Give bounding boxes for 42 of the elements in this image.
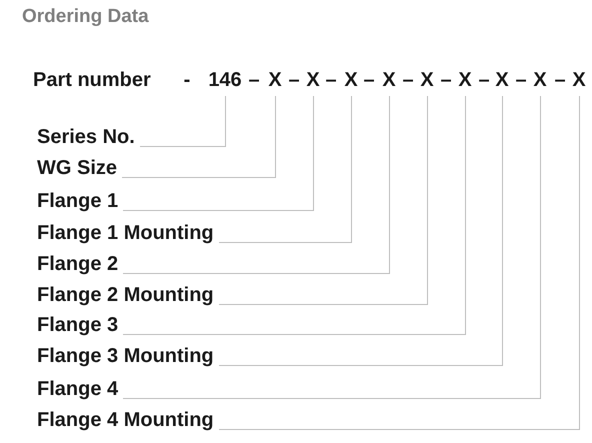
part-code-text: X	[572, 68, 586, 92]
separator-dash: –	[515, 68, 527, 92]
leader-line	[140, 96, 226, 147]
option-label: Flange 1 Mounting	[37, 221, 214, 245]
part-number-label: Part number	[33, 68, 151, 92]
separator-dash: –	[440, 68, 452, 92]
section-title: Ordering Data	[22, 5, 149, 28]
part-code-text: X	[495, 68, 509, 92]
part-code-text: X	[306, 68, 320, 92]
option-label: Flange 3 Mounting	[37, 344, 214, 368]
part-code-text: X	[533, 68, 547, 92]
leader-line	[218, 96, 503, 366]
separator-dash: –	[478, 68, 490, 92]
option-label: Flange 2 Mounting	[37, 283, 214, 307]
part-code-text: X	[344, 68, 358, 92]
part-code-text: X	[382, 68, 396, 92]
leader-line	[122, 96, 541, 399]
option-label: WG Size	[37, 156, 118, 180]
leader-line	[122, 96, 466, 335]
option-label: Flange 3	[37, 313, 118, 337]
leader-line	[122, 96, 276, 178]
leader-line	[218, 96, 352, 243]
option-label: Flange 2	[37, 252, 118, 276]
part-code-text: X	[268, 68, 282, 92]
separator-dash: –	[363, 68, 375, 92]
part-code-text: X	[458, 68, 472, 92]
separator-dash: –	[402, 68, 414, 92]
separator-dash: –	[248, 68, 260, 92]
leader-line	[218, 96, 428, 305]
leader-line	[122, 96, 314, 211]
option-label: Series No.	[37, 125, 135, 149]
leader-line	[218, 96, 580, 430]
separator-dash: –	[288, 68, 300, 92]
option-label: Flange 1	[37, 189, 118, 213]
option-label: Flange 4 Mounting	[37, 408, 214, 432]
part-code-text: X	[420, 68, 434, 92]
option-label: Flange 4	[37, 377, 118, 401]
separator-dash: -	[184, 68, 190, 92]
separator-dash: –	[554, 68, 566, 92]
leader-line	[122, 96, 390, 274]
separator-dash: –	[325, 68, 337, 92]
part-code-text: 146	[208, 68, 242, 92]
